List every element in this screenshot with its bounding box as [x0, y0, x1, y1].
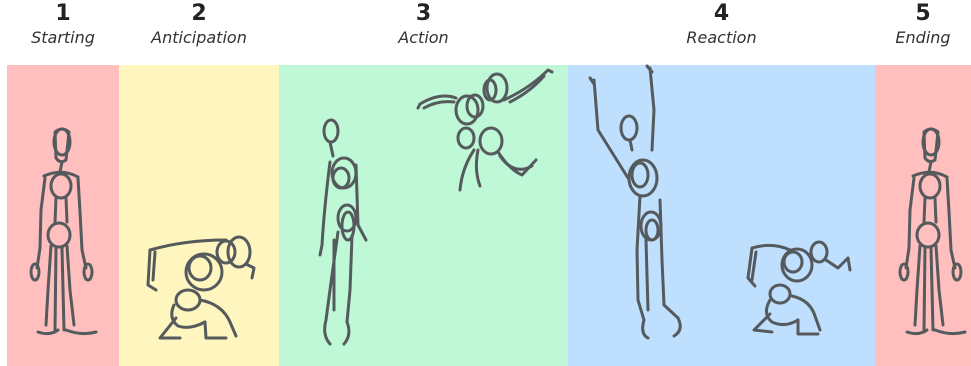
standing-figure-start [31, 129, 96, 334]
leaning-figure [320, 120, 366, 344]
reaching-figure [590, 66, 680, 338]
crouching-reaction-figure [748, 242, 850, 334]
standing-figure-end [900, 129, 965, 334]
crouching-figure [148, 237, 254, 338]
jumping-figure [418, 70, 552, 190]
